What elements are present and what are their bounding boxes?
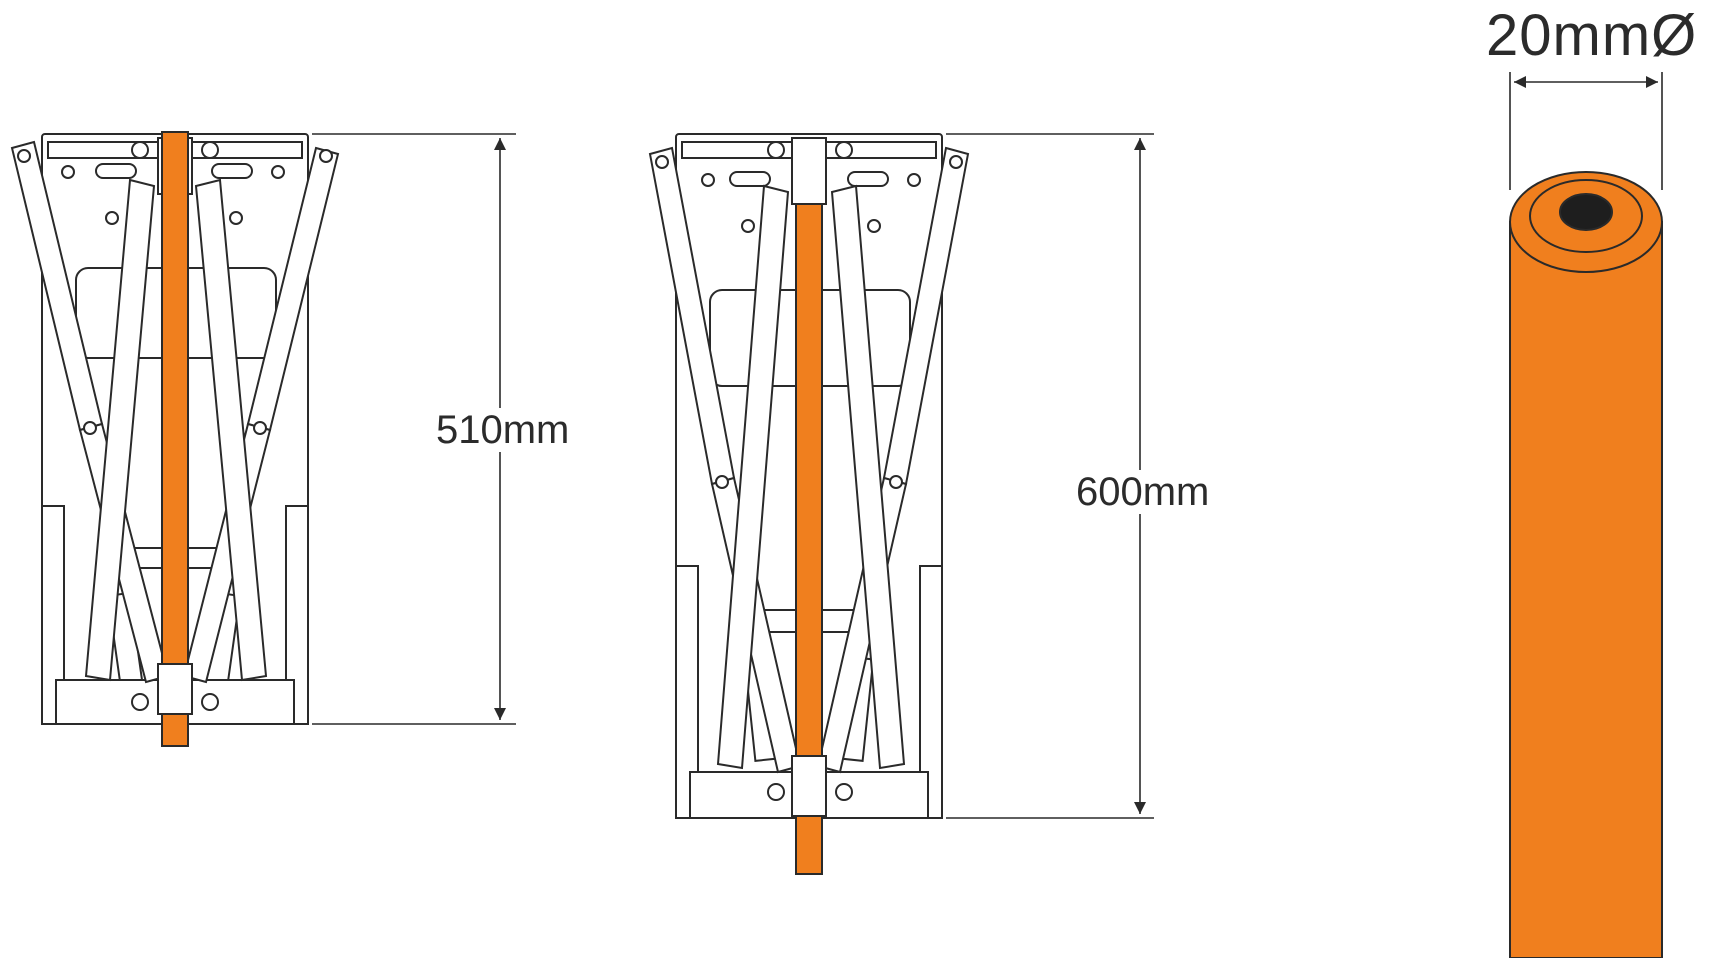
orange-rod-left [161, 131, 189, 747]
arm-inner-right [194, 178, 268, 682]
pivots [17, 141, 333, 711]
arm-inner-left [716, 184, 790, 770]
side-bracket-right [285, 505, 309, 725]
side-bracket-left [41, 505, 65, 725]
top-mount [791, 137, 827, 205]
dimension-label-diameter: 20mmØ [1486, 3, 1698, 68]
bottom-mount [157, 663, 193, 715]
rod-hole [1559, 193, 1613, 231]
arm-inner-right [830, 184, 906, 770]
mechanism-extended [648, 133, 970, 875]
keyholes [61, 163, 285, 225]
rod-detail [1509, 171, 1663, 958]
dimension-20 [1509, 72, 1663, 190]
rod-body [1509, 221, 1663, 958]
dimension-label-600: 600mm [1076, 470, 1210, 514]
arm-inner-left [84, 178, 156, 682]
side-bracket-right [919, 565, 943, 819]
mechanism-collapsed [10, 131, 340, 747]
bottom-mount [791, 755, 827, 817]
keyholes [701, 171, 921, 233]
pivots [655, 141, 963, 801]
side-bracket-left [675, 565, 699, 819]
dimension-label-510: 510mm [436, 408, 570, 452]
